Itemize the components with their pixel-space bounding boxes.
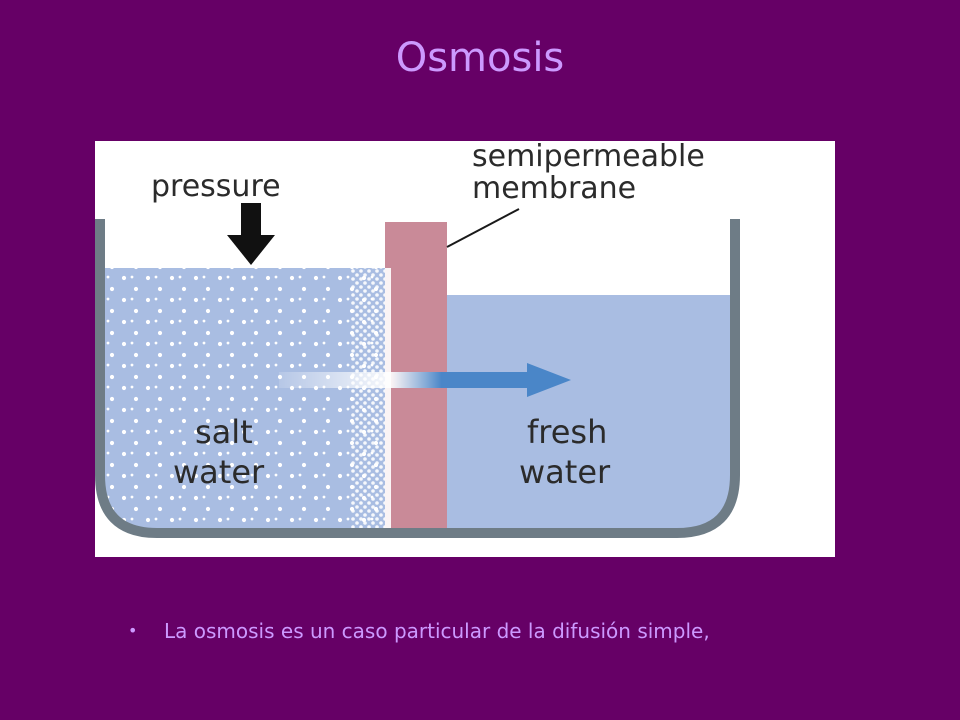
- down-arrow-icon: [227, 203, 275, 265]
- slide-title: Osmosis: [395, 35, 565, 81]
- container-outline: [95, 219, 740, 538]
- bullet-point: • La osmosis es un caso particular de la …: [128, 616, 928, 646]
- flow-arrow-icon: [279, 363, 571, 397]
- label-membrane-line2: membrane: [472, 171, 636, 206]
- label-pressure: pressure: [151, 169, 281, 204]
- bullet-text: La osmosis es un caso particular de la d…: [164, 619, 710, 643]
- label-salt-water: water: [173, 453, 265, 491]
- label-fresh: fresh: [527, 413, 607, 451]
- label-salt: salt: [195, 413, 253, 451]
- salt-particles: [101, 268, 385, 529]
- label-fresh-water: water: [519, 453, 611, 491]
- membrane-edge: [385, 268, 391, 529]
- fresh-water-region: [447, 295, 732, 529]
- label-membrane-line1: semipermeable: [472, 141, 705, 174]
- salt-accumulation: [351, 268, 385, 529]
- membrane-pointer-line: [446, 208, 520, 248]
- osmosis-diagram: pressure semipermeable membrane salt wat…: [95, 141, 835, 557]
- bullet-marker: •: [128, 621, 138, 640]
